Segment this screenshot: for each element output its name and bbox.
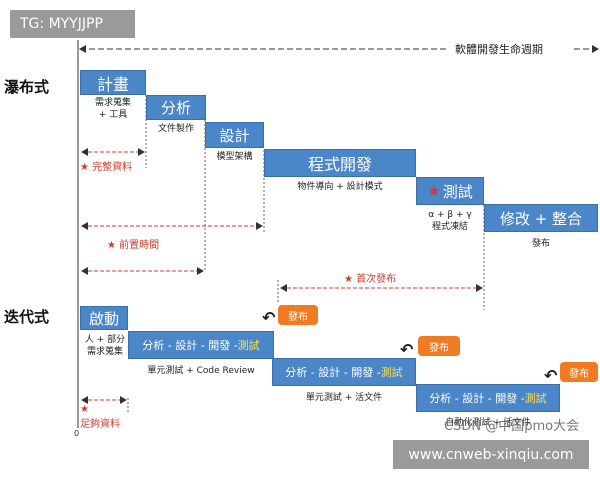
iter-cycle-1-desc: 單元測試 + Code Review xyxy=(147,366,255,376)
phase-design-desc: 模型架構 xyxy=(216,152,253,162)
first-release-annotation: ★ 首次發布 xyxy=(344,270,396,285)
iter-cycle-3-test: 測試 xyxy=(524,392,547,405)
star-icon: ★ xyxy=(80,162,89,173)
phase-modify-block: 修改 + 整合 xyxy=(484,204,598,232)
community-watermark: CSDN @中国pmo大会 xyxy=(444,419,580,434)
enough-data-text: 足夠資料 xyxy=(80,419,120,430)
site-watermark-text: www.cnweb-xinqiu.com xyxy=(408,446,574,463)
complete-data-annotation: ★ 完整資料 xyxy=(80,158,132,173)
phase-test-title: 測試 xyxy=(442,182,473,201)
phase-test-block: ★ 測試 xyxy=(416,177,484,205)
complete-data-text: 完整資料 xyxy=(92,162,133,173)
iter-start-desc: 人 + 部分 需求蒐集 xyxy=(84,335,126,357)
star-icon: ★ xyxy=(107,240,116,251)
release-badge-1: 發布 xyxy=(278,305,318,325)
lead-time-text: 前置時間 xyxy=(119,240,160,251)
iter-cycle-2-label: 分析 - 設計 - 開發 - xyxy=(285,366,381,379)
axis-origin-label: 0 xyxy=(74,429,80,438)
release-badge-3-text: 發布 xyxy=(569,368,589,380)
star-icon: ★ xyxy=(80,404,89,415)
release-badge-3: 發布 xyxy=(560,362,598,382)
lead-time-annotation: ★ 前置時間 xyxy=(107,236,159,251)
phase-dev-title: 程式開發 xyxy=(307,155,372,174)
phase-test-desc: α + β + γ 程式凍結 xyxy=(428,210,472,232)
iterative-side-label: 迭代式 xyxy=(4,308,50,326)
release-badge-1-text: 發布 xyxy=(288,311,308,323)
phase-dev-block: 程式開發 xyxy=(264,149,416,177)
first-release-text: 首次發布 xyxy=(356,274,397,285)
iter-cycle-2-block: 分析 - 設計 - 開發 - 測試 xyxy=(272,358,416,386)
phase-design-title: 設計 xyxy=(219,126,250,145)
phase-plan-title: 計畫 xyxy=(96,74,129,94)
waterfall-side-label: 瀑布式 xyxy=(4,78,50,96)
iter-cycle-3-block: 分析 - 設計 - 開發 - 測試 xyxy=(416,384,560,412)
lifecycle-label: 軟體開發生命週期 xyxy=(452,41,546,57)
phase-plan-block: 計畫 xyxy=(80,70,146,95)
star-icon: ★ xyxy=(344,274,353,285)
iter-cycle-3-desc: 自動化測試 + 活文件 xyxy=(445,418,531,428)
phase-dev-desc: 物件導向 + 設計模式 xyxy=(297,182,383,192)
phase-modify-title: 修改 + 整合 xyxy=(499,209,583,228)
iter-cycle-2-desc: 單元測試 + 活文件 xyxy=(305,393,383,403)
release-badge-2: 發布 xyxy=(418,336,460,356)
iter-cycle-1-block: 分析 - 設計 - 開發 - 測試 xyxy=(128,331,274,359)
site-watermark: www.cnweb-xinqiu.com xyxy=(393,440,589,469)
iter-cycle-3-label: 分析 - 設計 - 開發 - xyxy=(429,392,525,405)
phase-modify-desc: 發布 xyxy=(531,239,550,249)
phase-analysis-title: 分析 xyxy=(160,99,191,117)
tg-tag: TG: MYYJJPP xyxy=(10,10,135,38)
release-curl-icon: ↶ xyxy=(262,308,276,327)
iter-start-title: 啟動 xyxy=(88,309,119,328)
phase-plan-desc: 需求蒐集 + 工具 xyxy=(94,98,131,120)
release-badge-2-text: 發布 xyxy=(429,342,449,354)
release-curl-icon: ↶ xyxy=(544,366,558,385)
enough-data-annotation: ★ 足夠資料 xyxy=(80,404,120,430)
tg-tag-text: TG: MYYJJPP xyxy=(20,16,103,32)
star-icon: ★ xyxy=(427,182,441,200)
iter-cycle-1-test: 測試 xyxy=(237,339,260,352)
iter-cycle-1-label: 分析 - 設計 - 開發 - xyxy=(142,339,238,352)
phase-analysis-desc: 文件製作 xyxy=(157,124,194,134)
iter-start-block: 啟動 xyxy=(80,306,128,330)
phase-design-block: 設計 xyxy=(205,122,264,148)
release-curl-icon: ↶ xyxy=(400,340,414,359)
phase-analysis-block: 分析 xyxy=(146,95,206,120)
iter-cycle-2-test: 測試 xyxy=(380,366,403,379)
